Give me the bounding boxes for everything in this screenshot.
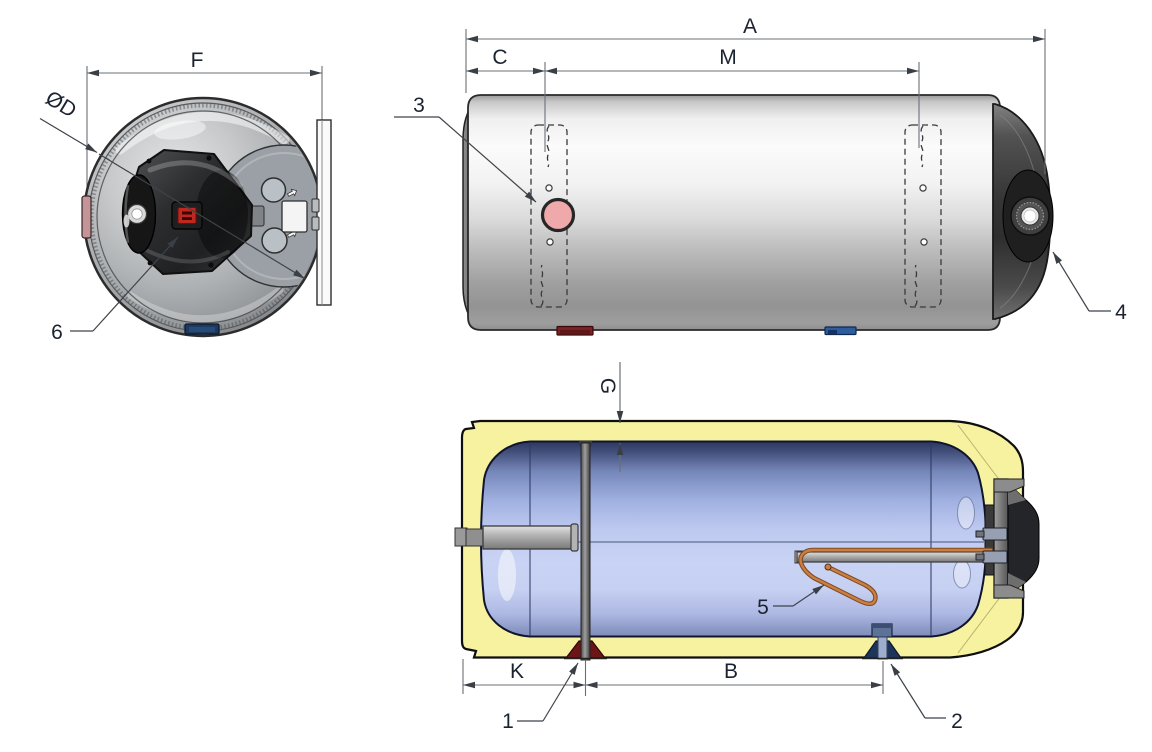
copper-element-end [824,563,832,571]
outlet-head-shade [872,624,892,628]
mounting-nut [311,198,320,213]
section-view: G K B 1 2 5 [454,362,1040,733]
element-terminal [982,550,1008,564]
dim-label-c: C [492,46,507,69]
copper-heating-element [799,548,993,605]
callout-2-arrow [890,663,926,719]
bracket-hole [920,238,928,246]
cold-inlet-pipe [580,442,591,661]
switch-mark [182,217,192,220]
mounting-nut [311,216,320,231]
cover-side-tab [250,205,265,227]
tank-highlight [498,549,516,601]
callout-3: 3 [413,94,425,117]
callout-5: 5 [757,596,769,619]
bracket-hole [545,184,553,192]
cover-highlight [144,248,230,264]
rating-label-plate [281,200,308,233]
dim-label-g: G [596,378,619,394]
cover-screw [146,158,152,164]
sensor-port [540,197,576,233]
anode-rod-end [570,523,579,552]
knob-top [260,177,287,203]
inner-tank [479,440,988,638]
wall-bracket-outline-left [530,124,568,308]
side-port-front-view [81,195,92,239]
callout-6: 6 [51,321,63,344]
callout-3-arrow [438,116,537,203]
front-view: F [39,49,332,344]
hot-outlet-pipe [877,636,888,660]
callout-4: 4 [1115,301,1127,324]
cover-screw [147,260,153,266]
anode-plug [465,528,485,547]
dim-label-b: B [724,660,738,683]
bottom-port-inner [189,327,215,332]
front-highlight-bottom [126,286,284,323]
dim-label-m: M [719,46,737,69]
flange-cover [1007,481,1040,596]
cable-gland-center [131,208,143,220]
dim-d-line-outer [39,117,98,154]
outlet-tab-shade [828,330,837,334]
cover-screw [208,262,214,268]
dim-d-line-inner [98,153,306,280]
callout-1-arrow [542,662,579,722]
dim-label-k: K [510,660,524,683]
terminal-stud [975,530,985,538]
callout-2: 2 [951,710,963,733]
switch-mark [182,211,192,215]
callout-4-arrow [1052,251,1090,312]
dim-label-f: F [191,49,204,72]
front-highlight-spot [154,120,206,140]
cover-highlight [147,160,243,188]
tank-dimple [953,559,971,589]
cover-screw [206,155,212,161]
knob-bottom [261,227,288,254]
thermostat-knob-center [1023,209,1037,223]
flange-bracket-bottom [993,584,1025,599]
inlet-tab-shade [560,330,590,334]
gland-highlight [124,184,130,244]
bracket-hole [919,184,927,192]
wall-bracket-outline-right [904,124,942,308]
callout-5-arrow [792,584,825,607]
bracket-hole [546,238,554,246]
front-highlight-top [115,111,290,155]
tank-dimple [957,496,975,530]
mounting-plate [316,119,332,306]
inlet-tab-side-view [556,325,594,336]
callout-6-arrow [92,236,179,332]
callout-1: 1 [502,710,514,733]
flange-bracket-top [993,478,1025,493]
terminal-stud [975,553,985,561]
power-switch [177,207,197,224]
element-terminal [982,527,1008,541]
gland-crescent [123,214,130,228]
anode-rod [482,525,574,550]
dim-label-a: A [743,15,757,38]
tank-body-side [467,94,1001,331]
element-sheath-tube [796,551,996,563]
dim-label-d: ØD [41,87,80,123]
anode-plug-outer [454,527,468,547]
side-view: A C M 3 4 [394,15,1127,336]
